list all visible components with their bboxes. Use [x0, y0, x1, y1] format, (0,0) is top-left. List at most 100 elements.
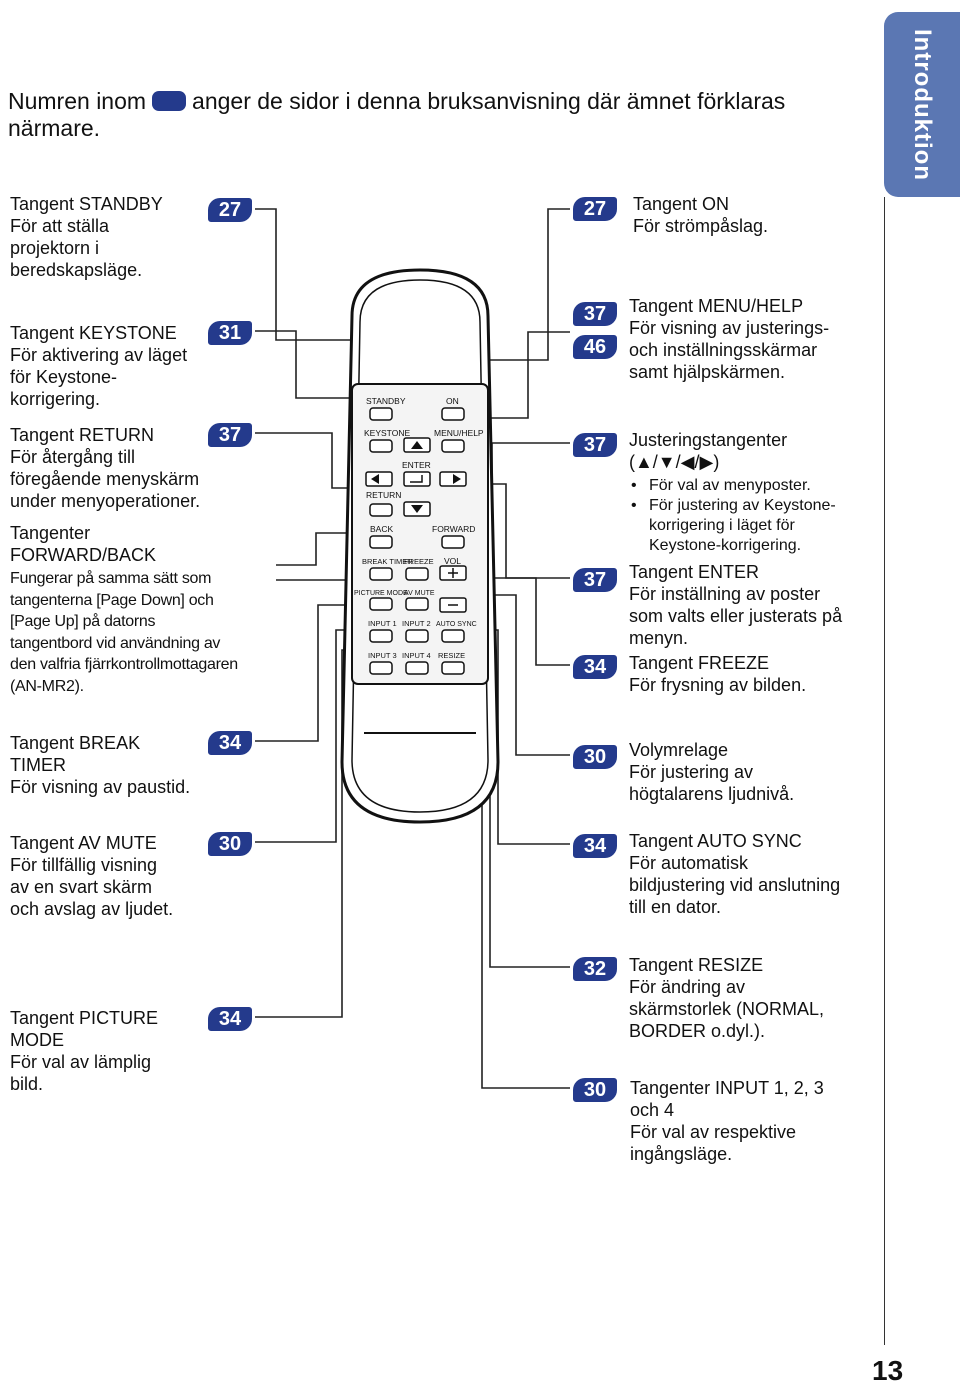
item-desc-line: tangentbord vid användning av — [10, 634, 221, 652]
remote-label-return: RETURN — [366, 490, 401, 500]
keystone-button[interactable] — [369, 439, 393, 453]
remote-label-auto-sync: AUTO SYNC — [436, 621, 477, 628]
menu-help-button[interactable] — [441, 439, 465, 453]
item-title-line: Tangenter INPUT 1, 2, 3 — [630, 1078, 824, 1098]
item-title-line: Tangenter — [10, 523, 91, 543]
item-desc-line: För justering av — [629, 762, 754, 782]
bullet-line: korrigering i läget för — [649, 517, 795, 534]
enter-icon — [410, 475, 423, 483]
remote-label-forward: FORWARD — [432, 524, 475, 534]
left-item-av-mute: Tangent AV MUTE För tillfällig visning a… — [10, 832, 230, 920]
bullet-item: För justering av Keystone- korrigering i… — [629, 496, 879, 556]
bullet-line: Keystone-korrigering. — [649, 537, 802, 554]
on-button[interactable] — [441, 407, 465, 421]
item-desc-line: För aktivering av läget — [10, 345, 188, 365]
page-ref-badge: 30 — [573, 745, 617, 769]
section-tab-label: Introduktion — [909, 28, 936, 181]
freeze-button[interactable] — [405, 567, 429, 581]
item-title: Tangent FREEZE — [629, 653, 770, 673]
right-item-enter: Tangent ENTER För inställning av poster … — [629, 561, 879, 649]
item-desc-line: för Keystone- — [10, 367, 118, 387]
item-desc-line: den valfria fjärrkontrollmottagaren — [10, 656, 238, 673]
return-button[interactable] — [369, 503, 393, 517]
remote-label-input3: INPUT 3 — [368, 651, 397, 660]
item-desc-line: beredskapsläge. — [10, 260, 143, 280]
item-title: Justeringstangenter — [629, 430, 788, 450]
right-item-on: Tangent ON För strömpåslag. — [633, 193, 873, 237]
auto-sync-button[interactable] — [441, 629, 465, 643]
item-desc-line: under menyoperationer. — [10, 491, 201, 511]
page-ref-badge: 34 — [573, 655, 617, 679]
item-title: Volymrelage — [629, 740, 729, 760]
left-item-break-timer: Tangent BREAK TIMER För visning av paust… — [10, 732, 230, 798]
av-mute-button[interactable] — [405, 597, 429, 611]
remote-control-illustration: STANDBY ON KEYSTONE MENU/HELP ENTER RETU… — [340, 268, 500, 824]
page-number: 13 — [872, 1355, 904, 1386]
forward-button[interactable] — [441, 535, 465, 549]
right-item-menu-help: Tangent MENU/HELP För visning av justeri… — [629, 295, 879, 383]
remote-label-on: ON — [446, 396, 459, 406]
item-desc-line: För tillfällig visning — [10, 855, 158, 875]
item-desc-line: projektorn i — [10, 238, 100, 258]
resize-button[interactable] — [441, 661, 465, 675]
right-item-adjust-keys: Justeringstangenter (▲/▼/◀/▶) För val av… — [629, 429, 879, 556]
input1-button[interactable] — [369, 629, 393, 643]
item-title-line: MODE — [10, 1030, 64, 1050]
page-ref-badge: 37 — [573, 302, 617, 326]
remote-label-standby: STANDBY — [366, 396, 406, 406]
arrow-right-icon — [453, 474, 461, 484]
item-desc-line: korrigering. — [10, 389, 101, 409]
input2-button[interactable] — [405, 629, 429, 643]
intro-text-line2: närmare. — [8, 115, 101, 141]
remote-label-back: BACK — [370, 524, 393, 534]
right-item-freeze: Tangent FREEZE För frysning av bilden. — [629, 652, 879, 696]
item-desc-line: högtalarens ljudnivå. — [629, 784, 795, 804]
enter-button[interactable] — [403, 471, 431, 487]
page-ref-badge: 27 — [208, 198, 252, 222]
picture-mode-button[interactable] — [369, 597, 393, 611]
item-desc-line: tangenterna [Page Down] och — [10, 591, 214, 609]
remote-label-menu-help: MENU/HELP — [434, 428, 484, 438]
left-item-keystone: Tangent KEYSTONE För aktivering av läget… — [10, 322, 210, 410]
intro-text-after: anger de sidor i denna bruksanvisning dä… — [192, 88, 786, 114]
bullet-line: För justering av Keystone- — [649, 497, 836, 514]
input3-button[interactable] — [369, 661, 393, 675]
item-title: Tangent KEYSTONE — [10, 323, 177, 343]
page-ref-badge: 30 — [573, 1078, 617, 1102]
input4-button[interactable] — [405, 661, 429, 675]
remote-label-picture-mode: PICTURE MODE — [354, 590, 408, 597]
right-item-auto-sync: Tangent AUTO SYNC För automatisk bildjus… — [629, 830, 879, 918]
item-title: Tangent AUTO SYNC — [629, 831, 802, 851]
arrow-down-icon — [411, 505, 423, 513]
page-ref-badge: 37 — [573, 568, 617, 592]
remote-label-resize: RESIZE — [438, 651, 465, 660]
page-ref-badge-icon — [152, 91, 187, 111]
back-button[interactable] — [369, 535, 393, 549]
item-desc-line: För visning av paustid. — [10, 777, 191, 797]
item-desc-line: bildjustering vid anslutning — [629, 875, 841, 895]
bullet-list: För val av menyposter. För justering av … — [629, 476, 879, 556]
page-ref-badge: 34 — [573, 834, 617, 858]
vol-plus-icon — [448, 568, 458, 578]
remote-body-inner — [351, 279, 489, 813]
item-desc-line: (AN-MR2). — [10, 677, 84, 695]
item-desc-line: och inställningsskärmar — [629, 340, 818, 360]
remote-label-enter: ENTER — [402, 460, 431, 470]
item-desc-line: För inställning av poster — [629, 584, 821, 604]
page-ref-badge: 32 — [573, 957, 617, 981]
left-item-picture-mode: Tangent PICTURE MODE För val av lämplig … — [10, 1007, 230, 1095]
item-desc-line: För visning av justerings- — [629, 318, 830, 338]
item-desc-line: skärmstorlek (NORMAL, — [629, 999, 825, 1019]
arrow-left-icon — [371, 474, 379, 484]
item-desc-line: bild. — [10, 1074, 44, 1094]
item-title: Tangent RETURN — [10, 425, 155, 445]
break-timer-button[interactable] — [369, 567, 393, 581]
standby-button[interactable] — [369, 407, 393, 421]
item-desc-line: För att ställa — [10, 216, 110, 236]
left-item-standby: Tangent STANDBY För att ställa projektor… — [10, 193, 210, 281]
page-ref-badge: 34 — [208, 731, 252, 755]
right-item-resize: Tangent RESIZE För ändring av skärmstorl… — [629, 954, 879, 1042]
item-title: Tangent ON — [633, 194, 730, 214]
item-desc-line: Fungerar på samma sätt som — [10, 570, 212, 587]
page-ref-badge: 37 — [573, 433, 617, 457]
